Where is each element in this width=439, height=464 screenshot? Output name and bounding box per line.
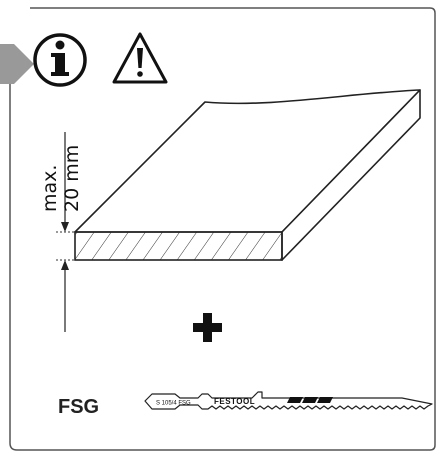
blade-model-label: FSG [58,396,99,418]
dimension-label-value: 20 mm [61,145,83,212]
jigsaw-blade: S 105/4 FSG FESTOOL [144,391,433,410]
board-top-face [74,89,421,233]
warning-icon [112,32,168,84]
pointer-arrow-icon [0,44,34,84]
blade-brand-label: FESTOOL [214,397,255,406]
dimension-arrow-bottom [61,260,69,332]
board-cut-face [74,231,283,261]
blade-code-label: S 105/4 FSG [156,401,191,407]
plus-icon [193,313,222,342]
dimension-arrow-top [61,132,69,232]
dimension-label-max: max. [39,165,61,212]
info-icon [33,33,87,87]
frame-border [9,7,436,451]
